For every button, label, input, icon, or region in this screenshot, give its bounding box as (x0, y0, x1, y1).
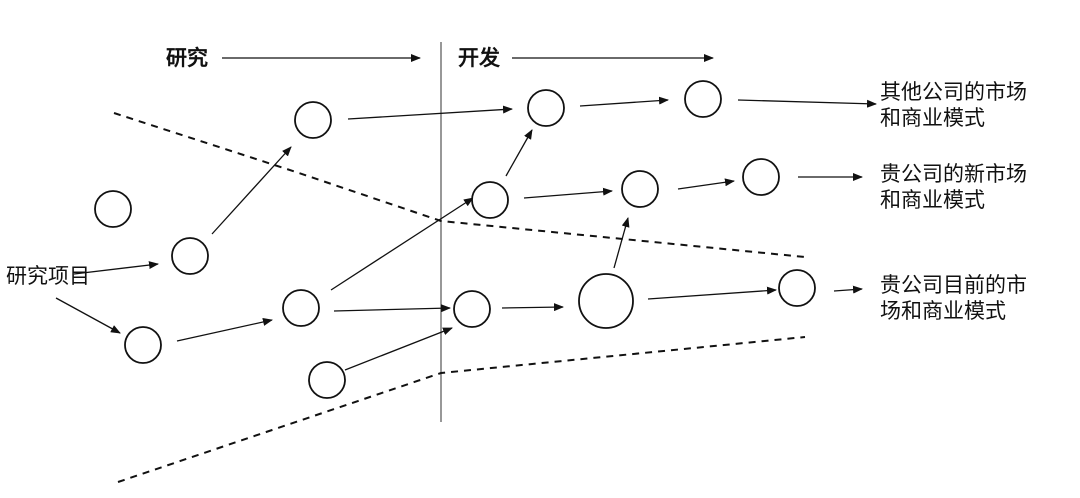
arrow-label-to-n3 (55, 297, 121, 334)
research-header: 研究 (166, 46, 208, 70)
project-node-3 (124, 326, 162, 364)
arrow-n5-to-n9 (333, 304, 451, 313)
arrow-n13-to-n14 (647, 286, 777, 300)
arrow-n2-to-n4 (211, 146, 292, 235)
project-node-8 (471, 181, 509, 219)
arrow-n11-to-n12 (677, 178, 735, 190)
outcome-other-company: 其他公司的市场 和商业模式 (880, 79, 1027, 131)
arrow-n3-to-n5 (176, 318, 273, 342)
outcome-current-market: 贵公司目前的市 场和商业模式 (880, 272, 1027, 324)
arrow-label-to-n2 (73, 261, 159, 275)
project-node-11 (621, 170, 659, 208)
outcome-other-company-line1: 其他公司的市场 (880, 80, 1027, 104)
project-node-14 (778, 269, 816, 307)
outcome-new-market-line1: 贵公司的新市场 (880, 162, 1027, 186)
funnel-lower-boundary (117, 336, 806, 483)
project-arrows (55, 96, 877, 371)
arrow-n9-to-n13 (501, 303, 564, 312)
arrow-n4-to-n7 (347, 105, 513, 120)
project-node-6 (308, 361, 346, 399)
arrow-n13-to-n11 (613, 217, 630, 269)
development-header: 开发 (458, 46, 500, 70)
project-node-1 (94, 190, 132, 228)
project-nodes (94, 80, 816, 399)
arrow-n8-to-n11 (523, 187, 613, 199)
project-node-13 (578, 273, 634, 329)
project-node-4 (294, 101, 332, 139)
arrow-n14-to-outcome3 (833, 285, 863, 294)
funnel-upper-boundary (113, 112, 806, 258)
arrow-n10-to-outcome1 (737, 99, 877, 108)
project-node-12 (742, 158, 780, 196)
arrow-n7-to-n10 (579, 96, 669, 107)
outcome-current-market-line1: 贵公司目前的市 (880, 273, 1027, 297)
project-node-9 (453, 290, 491, 328)
research-projects-label: 研究项目 (6, 264, 90, 288)
arrow-n6-to-n9 (344, 327, 453, 371)
arrow-n8-to-n7 (505, 129, 533, 177)
outcome-other-company-line2: 和商业模式 (880, 106, 985, 130)
project-node-10 (684, 80, 722, 118)
arrow-n5-to-n8 (330, 197, 474, 291)
project-node-5 (282, 289, 320, 327)
project-node-7 (527, 89, 565, 127)
outcome-new-market: 贵公司的新市场 和商业模式 (880, 161, 1027, 213)
outcome-new-market-line2: 和商业模式 (880, 188, 985, 212)
project-node-2 (171, 237, 209, 275)
outcome-current-market-line2: 场和商业模式 (880, 299, 1006, 323)
